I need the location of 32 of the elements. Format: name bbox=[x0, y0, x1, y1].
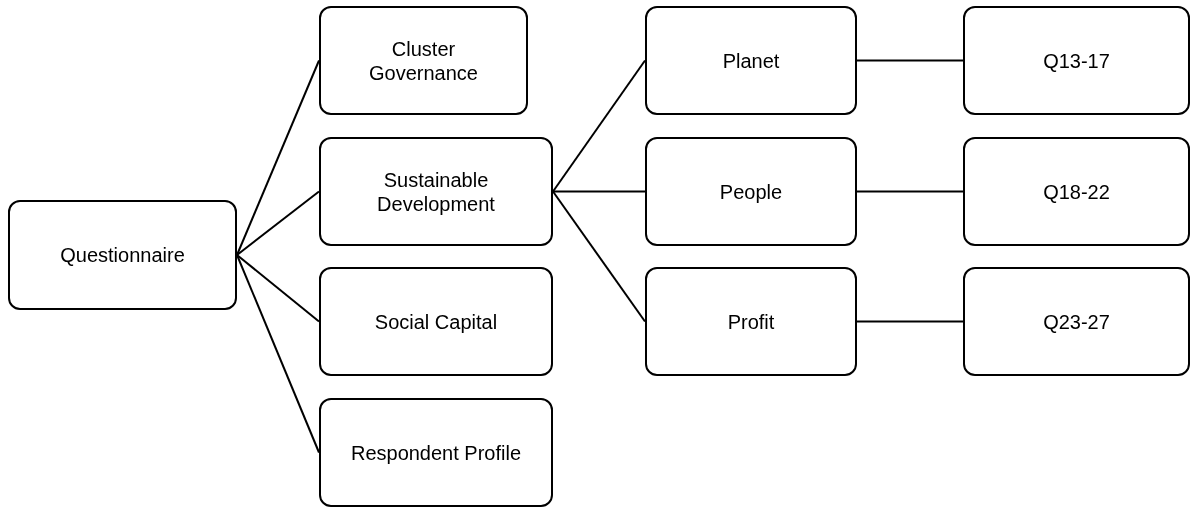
box-label: Q23-27 bbox=[1043, 309, 1110, 334]
box bbox=[319, 267, 553, 376]
box bbox=[963, 6, 1190, 115]
box-label: Q18-22 bbox=[1043, 179, 1110, 204]
connector-line bbox=[236, 190, 320, 256]
box-label: Cluster Governance bbox=[368, 36, 479, 85]
box bbox=[963, 137, 1190, 246]
box bbox=[8, 200, 237, 310]
box-label: Sustainable Development bbox=[376, 167, 496, 216]
box-label: Social Capital bbox=[374, 309, 498, 334]
box-label: Profit bbox=[727, 309, 775, 334]
connector-line bbox=[856, 320, 964, 323]
connector-line bbox=[552, 59, 646, 193]
box-label: Q13-17 bbox=[1043, 48, 1110, 73]
box-label: Respondent Profile bbox=[350, 440, 522, 465]
connector-line bbox=[552, 190, 646, 323]
box bbox=[319, 6, 528, 115]
box bbox=[319, 398, 553, 507]
box-label: Questionnaire bbox=[60, 243, 185, 267]
box bbox=[645, 137, 857, 246]
connector-line bbox=[856, 190, 964, 193]
box bbox=[645, 267, 857, 376]
box bbox=[645, 6, 857, 115]
box-label: People bbox=[719, 179, 783, 204]
connector-line bbox=[856, 59, 964, 62]
connector-line bbox=[236, 254, 320, 454]
box-label: Planet bbox=[722, 48, 780, 73]
box bbox=[963, 267, 1190, 376]
box bbox=[319, 137, 553, 246]
connector-line bbox=[236, 254, 320, 323]
connector-line bbox=[552, 190, 646, 193]
connector-line bbox=[236, 59, 320, 256]
